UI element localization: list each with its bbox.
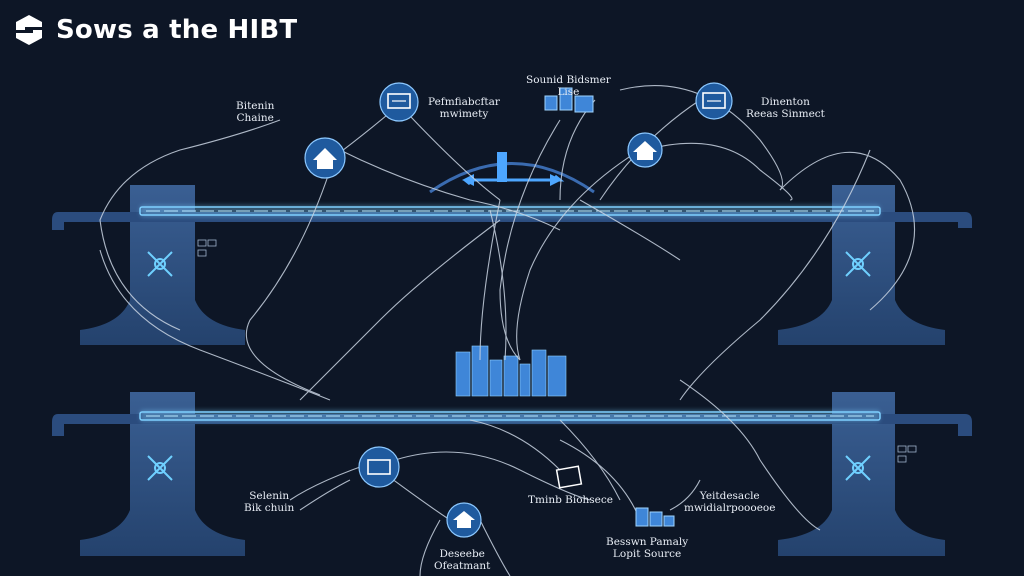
label-line: Deseebe: [439, 548, 485, 560]
label-top-left: Bitenin Chaine: [236, 100, 274, 124]
label-line: Chaine: [236, 112, 274, 125]
label-line: mwidialrpoooeoe: [684, 502, 776, 515]
label-line: mwimety: [439, 108, 489, 121]
label-line: Yeitdesacle: [699, 490, 760, 502]
stack-icon: [446, 502, 482, 538]
screen-icon: [695, 82, 733, 120]
label-line: Lise: [557, 86, 580, 99]
label-line: Ofeatmant: [434, 560, 491, 573]
bridge-icon: [429, 152, 595, 194]
home-icon: [304, 137, 346, 179]
house-icon: [627, 132, 663, 168]
document-icon: [544, 87, 594, 113]
display-icon: [379, 82, 419, 122]
city-icon: [455, 345, 567, 397]
network-icon: [845, 251, 871, 277]
s-logo-icon: [16, 15, 42, 45]
label-line: Pefmfiabcftar: [428, 96, 500, 108]
label-bottom-left: Selenin Bik chuin: [244, 490, 294, 514]
label-bottom-center: Deseebe Ofeatmant: [434, 548, 490, 572]
label-bottom-mid: Tminb Biohsece: [528, 494, 613, 506]
label-line: Bik chuin: [244, 502, 295, 515]
label-top-mid: Pefmfiabcftar mwimety: [428, 96, 500, 120]
label-top-right: Dinenton Reeas Sinmect: [746, 96, 825, 120]
pillar-bottom-right: [778, 392, 945, 556]
pillar-markers: [197, 239, 917, 463]
label-line: Sounid Bidsmer: [526, 74, 611, 86]
label-line: Besswn Pamaly: [606, 536, 689, 548]
connector-lines: [99, 85, 916, 576]
network-icon: [845, 455, 871, 481]
pillar-top-left: [80, 185, 245, 345]
network-icon: [147, 455, 173, 481]
pillar-top-right: [778, 185, 945, 345]
label-line: Tminb Biohsece: [528, 494, 613, 506]
label-top-center: Sounid Bidsmer Lise: [526, 74, 611, 98]
page-title: Sows a the HIBT: [56, 15, 298, 45]
header: Sows a the HIBT: [12, 10, 297, 50]
label-bottom-right-2: Besswn Pamaly Lopit Source: [606, 536, 688, 560]
label-line: Reeas Sinmect: [746, 108, 825, 121]
node-icon: [358, 446, 400, 488]
label-line: Dinenton: [761, 96, 810, 108]
document-icon: [555, 465, 583, 489]
bridge-deck-bottom: [52, 410, 972, 436]
network-icon: [147, 251, 173, 277]
label-bottom-right: Yeitdesacle mwidialrpoooeoe: [684, 490, 775, 514]
pillar-bottom-left: [80, 392, 245, 556]
label-line: Lopit Source: [612, 548, 682, 561]
stack-icon: [635, 507, 675, 527]
label-line: Selenin: [249, 490, 290, 502]
label-line: Bitenin: [236, 100, 275, 112]
bridge-deck-top: [52, 205, 972, 230]
